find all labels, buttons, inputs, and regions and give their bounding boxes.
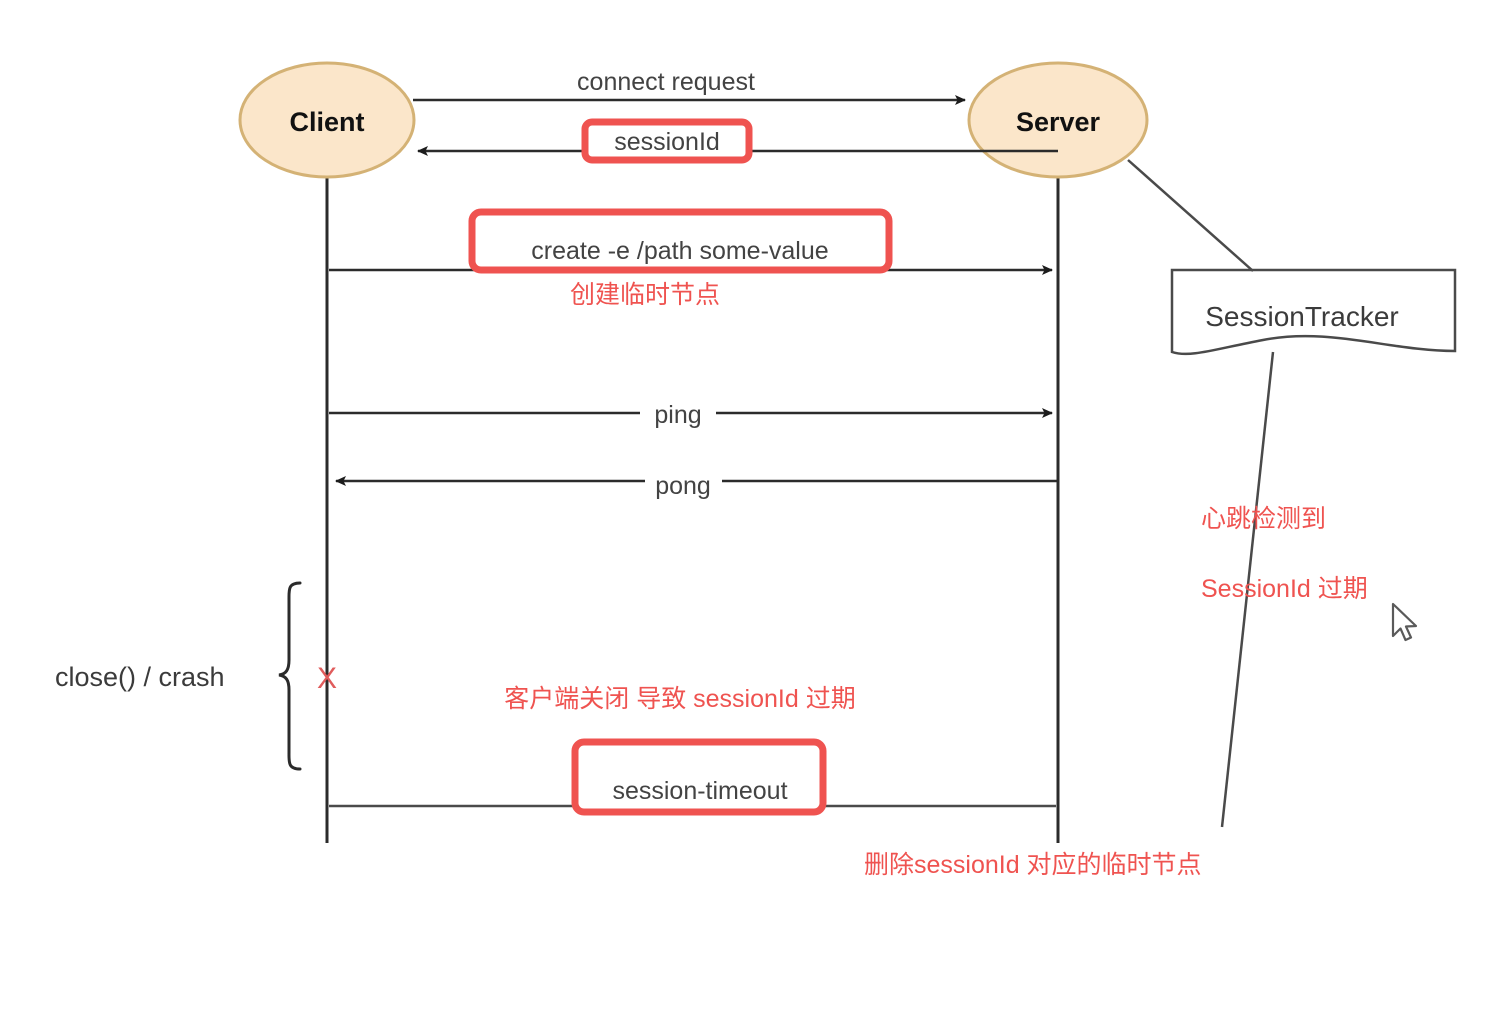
message-pong: pong <box>335 472 1058 500</box>
connect-request-label: connect request <box>577 68 755 96</box>
mouse-pointer-icon <box>1391 602 1418 642</box>
session-expired-note: SessionId 过期 <box>1201 575 1368 603</box>
x-mark-icon: X <box>317 662 337 695</box>
node-session-tracker[interactable]: SessionTracker <box>1170 268 1457 356</box>
server-ellipse <box>967 61 1149 179</box>
delete-ephemeral-note: 删除sessionId 对应的临时节点 <box>864 851 1202 879</box>
message-ping: ping <box>329 401 1053 429</box>
actor-server[interactable]: Server <box>967 61 1149 179</box>
session-timeout-highlight-box <box>571 738 827 816</box>
connector-server-to-session-tracker <box>1127 159 1254 272</box>
session-tracker-label: SessionTracker <box>1205 301 1398 332</box>
session-timeout-label: session-timeout <box>612 777 787 805</box>
session-id-highlight-box <box>581 118 753 164</box>
lifeline-event-client-terminate: close() / crash X <box>55 581 337 771</box>
create-ephemeral-highlight-box <box>468 208 893 274</box>
message-session-timeout: session-timeout <box>329 738 1056 816</box>
session-id-label: sessionId <box>614 128 720 156</box>
actor-client[interactable]: Client <box>238 61 416 179</box>
actor-server-label: Server <box>1016 107 1101 137</box>
message-session-id: sessionId <box>417 118 1058 164</box>
actor-client-label: Client <box>289 107 364 137</box>
heartbeat-detect-note: 心跳检测到 <box>1201 505 1326 533</box>
client-ellipse <box>238 61 416 179</box>
close-crash-label: close() / crash <box>55 662 225 692</box>
create-ephemeral-label: create -e /path some-value <box>531 237 828 265</box>
connector-session-tracker-to-expiry <box>1220 351 1275 828</box>
message-connect-request: connect request <box>413 68 966 105</box>
create-ephemeral-note: 创建临时节点 <box>570 281 720 309</box>
ping-label: ping <box>654 401 701 429</box>
message-create-ephemeral: create -e /path some-value 创建临时节点 <box>329 208 1053 309</box>
client-close-note: 客户端关闭 导致 sessionId 过期 <box>504 685 855 713</box>
brace-icon <box>278 581 302 771</box>
session-tracker-shape <box>1170 268 1457 356</box>
pong-label: pong <box>655 472 711 500</box>
